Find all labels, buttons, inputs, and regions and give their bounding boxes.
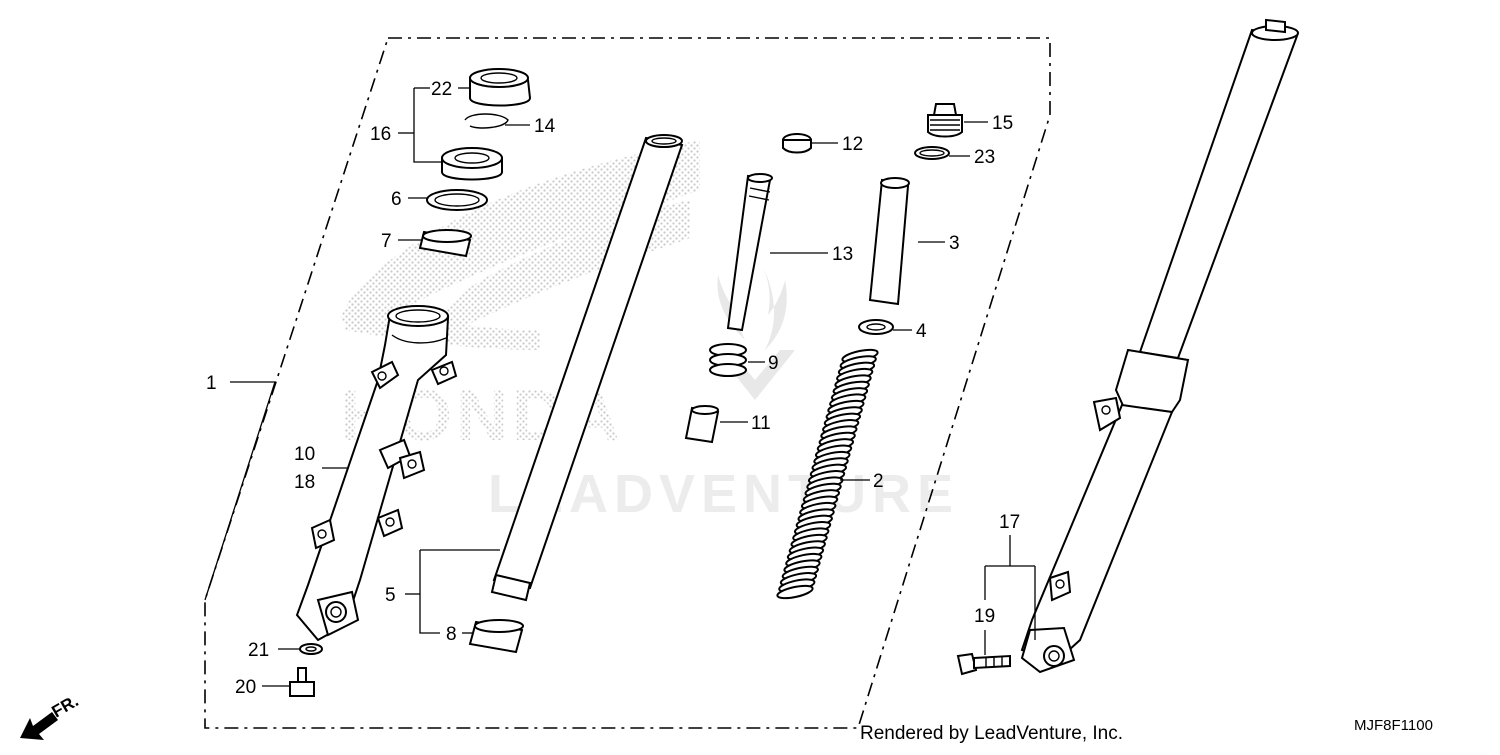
guide-bushing-part-8 [468, 619, 524, 654]
callout-2: 2 [873, 471, 884, 492]
callout-4: 4 [916, 321, 927, 342]
diagram-code: MJF8F1100 [1354, 717, 1433, 734]
callout-20: 20 [235, 677, 256, 698]
fork-cap-bolt-part-15 [927, 103, 963, 138]
spring-collar-part-3 [868, 177, 910, 306]
callout-21: 21 [248, 640, 269, 661]
fork-inner-tube-part [490, 134, 684, 602]
callout-14: 14 [534, 116, 556, 137]
callout-22: 22 [431, 79, 452, 100]
callout-labels: 1 2 3 4 5 6 7 8 9 10 11 12 13 14 15 16 1… [206, 79, 1020, 698]
callout-9: 9 [768, 353, 779, 374]
slider-bushing-part-7 [418, 229, 472, 258]
leadventure-flame-icon [715, 250, 795, 400]
callout-16: 16 [370, 124, 391, 145]
leader-lines [204, 87, 1036, 687]
callout-15: 15 [992, 113, 1013, 134]
fork-assembly-part-17 [1020, 18, 1299, 674]
callout-19: 19 [974, 606, 995, 627]
callout-3: 3 [949, 233, 960, 254]
callout-1: 1 [206, 373, 217, 394]
front-arrow-icon [20, 712, 58, 740]
callout-13: 13 [832, 244, 853, 265]
damper-rod-part-13 [726, 173, 773, 332]
socket-bolt-part-20 [289, 667, 315, 697]
callout-10: 10 [294, 444, 315, 465]
callout-6: 6 [391, 189, 402, 210]
oil-seal-part-16 [441, 147, 503, 181]
callout-23: 23 [974, 147, 995, 168]
spring-coil [776, 584, 814, 600]
rebound-spring-part-9 [709, 343, 747, 377]
callout-12: 12 [842, 134, 863, 155]
callout-8: 8 [446, 624, 457, 645]
circlip-part-14 [464, 113, 509, 129]
front-direction-marker: FR. [20, 691, 82, 740]
o-ring-part-23 [914, 146, 950, 160]
callout-17: 17 [999, 512, 1020, 533]
render-credit: Rendered by LeadVenture, Inc. [860, 723, 1123, 744]
fork-spring-part-2 [776, 348, 879, 600]
callout-5: 5 [385, 585, 396, 606]
axle-pinch-bolt-part-19 [956, 652, 1011, 676]
dust-seal-part-22 [469, 68, 532, 107]
damper-lock-piece-part-11 [684, 405, 720, 444]
callout-11: 11 [751, 413, 771, 434]
callout-18: 18 [294, 472, 315, 493]
rod-seat-part-12 [782, 133, 812, 154]
back-up-ring-part-6 [426, 189, 488, 211]
callout-7: 7 [381, 231, 392, 252]
oil-bolt-washer-part-21 [299, 643, 323, 655]
fork-slider-part [295, 305, 458, 642]
spring-seat-part-4 [858, 319, 894, 335]
